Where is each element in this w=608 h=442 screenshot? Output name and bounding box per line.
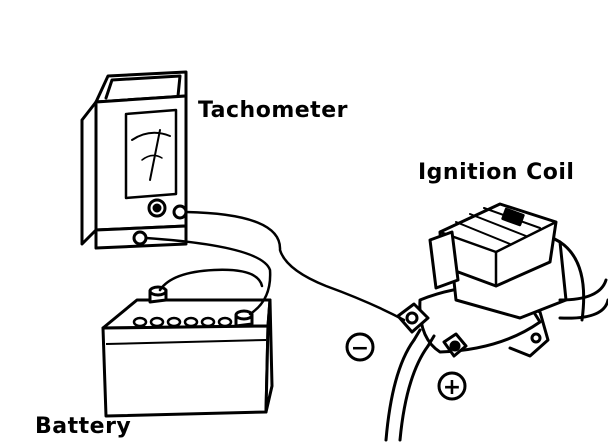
tachometer-side [80, 100, 98, 246]
ignition-coil [396, 202, 586, 358]
negative-symbol: − [345, 332, 375, 362]
lead-tach-to-coil-negative [184, 210, 406, 322]
coil-cables-right [558, 278, 608, 320]
battery-label: Battery [35, 414, 132, 439]
tachometer-label: Tachometer [198, 98, 348, 123]
coil-lead [384, 328, 436, 442]
tachometer-scale [131, 131, 171, 141]
tachometer-dial [124, 108, 178, 200]
test-leads [144, 210, 406, 322]
tachometer [80, 70, 188, 250]
tachometer-terminal-upper [172, 204, 188, 220]
coil-terminal-block [428, 230, 460, 290]
positive-symbol-glyph: + [443, 375, 461, 400]
ignition-coil-label: Ignition Coil [418, 160, 575, 185]
negative-symbol-glyph: − [351, 336, 369, 361]
tachometer-terminal-lower [132, 230, 148, 246]
tachometer-handle [104, 74, 182, 100]
battery-side [264, 298, 274, 414]
battery [101, 285, 274, 418]
lead-tach-to-battery-positive [144, 236, 272, 316]
battery-front [101, 324, 270, 418]
positive-symbol: + [437, 371, 467, 401]
lead-battery-negative [158, 268, 264, 292]
battery-cell-caps [132, 316, 233, 328]
